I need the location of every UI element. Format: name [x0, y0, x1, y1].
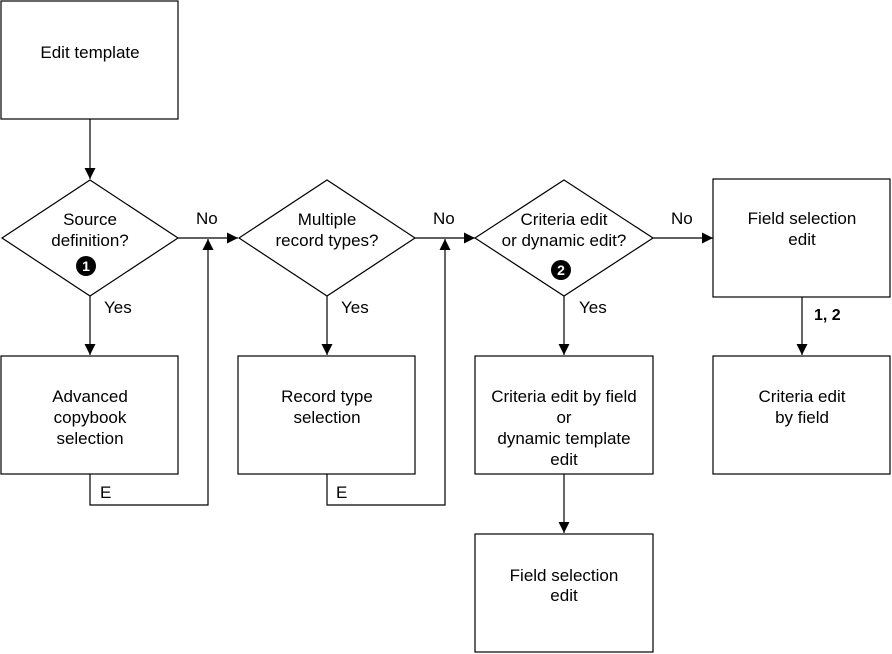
edge-label-no-3: No [671, 209, 693, 228]
criteria-by-field-label-line4: edit [550, 450, 578, 469]
field-selection-edit-right-node: Field selection edit [712, 178, 891, 298]
criteria-edit-by-field-label-line2: by field [775, 408, 829, 427]
multiple-record-types-decision: Multiple record types? [237, 179, 417, 297]
advanced-copybook-label-line2: copybook [54, 408, 127, 427]
advanced-copybook-label-line1: Advanced [52, 387, 128, 406]
criteria-or-dynamic-label-line1: Criteria edit [521, 210, 608, 229]
edge-record-type-e-loop [326, 239, 451, 506]
multiple-record-types-label-line1: Multiple [298, 210, 357, 229]
criteria-or-dynamic-label-line2: or dynamic edit? [502, 231, 627, 250]
criteria-by-field-label-line2: or [556, 408, 571, 427]
badge-1-label: 1 [82, 258, 90, 274]
edit-template-node: Edit template [0, 0, 179, 120]
record-type-selection-label-line1: Record type [281, 387, 373, 406]
edge-label-yes-2: Yes [341, 298, 369, 317]
edge-label-e-1: E [100, 483, 111, 502]
edge-label-refs: 1, 2 [814, 307, 841, 324]
field-selection-right-label-line1: Field selection [748, 209, 857, 228]
multiple-record-types-label-line2: record types? [276, 231, 379, 250]
criteria-edit-by-field-node: Criteria edit by field [712, 355, 891, 475]
edit-template-label: Edit template [40, 43, 139, 62]
field-selection-bottom-label-line1: Field selection [510, 566, 619, 585]
edge-label-e-2: E [336, 483, 347, 502]
record-type-selection-node: Record type selection [237, 355, 416, 475]
criteria-by-field-or-dynamic-template-node: Criteria edit by field or dynamic templa… [474, 355, 654, 475]
edge-advanced-copybook-e-loop [89, 239, 214, 506]
edge-label-no-1: No [196, 209, 218, 228]
badge-1-icon [76, 256, 96, 276]
edge-label-yes-3: Yes [579, 298, 607, 317]
badge-2-icon [551, 260, 571, 280]
edge-label-no-2: No [433, 209, 455, 228]
source-definition-decision: Source definition? 1 [0, 179, 180, 297]
source-definition-label-line2: definition? [51, 231, 129, 250]
advanced-copybook-label-line3: selection [56, 429, 123, 448]
field-selection-right-label-line2: edit [788, 230, 816, 249]
criteria-edit-by-field-label-line1: Criteria edit [759, 387, 846, 406]
record-type-selection-label-line2: selection [293, 408, 360, 427]
field-selection-bottom-label-line2: edit [550, 586, 578, 605]
field-selection-edit-bottom-node: Field selection edit [474, 533, 654, 653]
advanced-copybook-selection-node: Advanced copybook selection [0, 355, 179, 475]
criteria-by-field-label-line3: dynamic template [497, 429, 630, 448]
badge-2-label: 2 [557, 262, 565, 278]
criteria-or-dynamic-edit-decision: Criteria edit or dynamic edit? 2 [473, 179, 655, 297]
edge-label-yes-1: Yes [104, 298, 132, 317]
source-definition-label-line1: Source [63, 210, 117, 229]
criteria-by-field-label-line1: Criteria edit by field [491, 387, 637, 406]
